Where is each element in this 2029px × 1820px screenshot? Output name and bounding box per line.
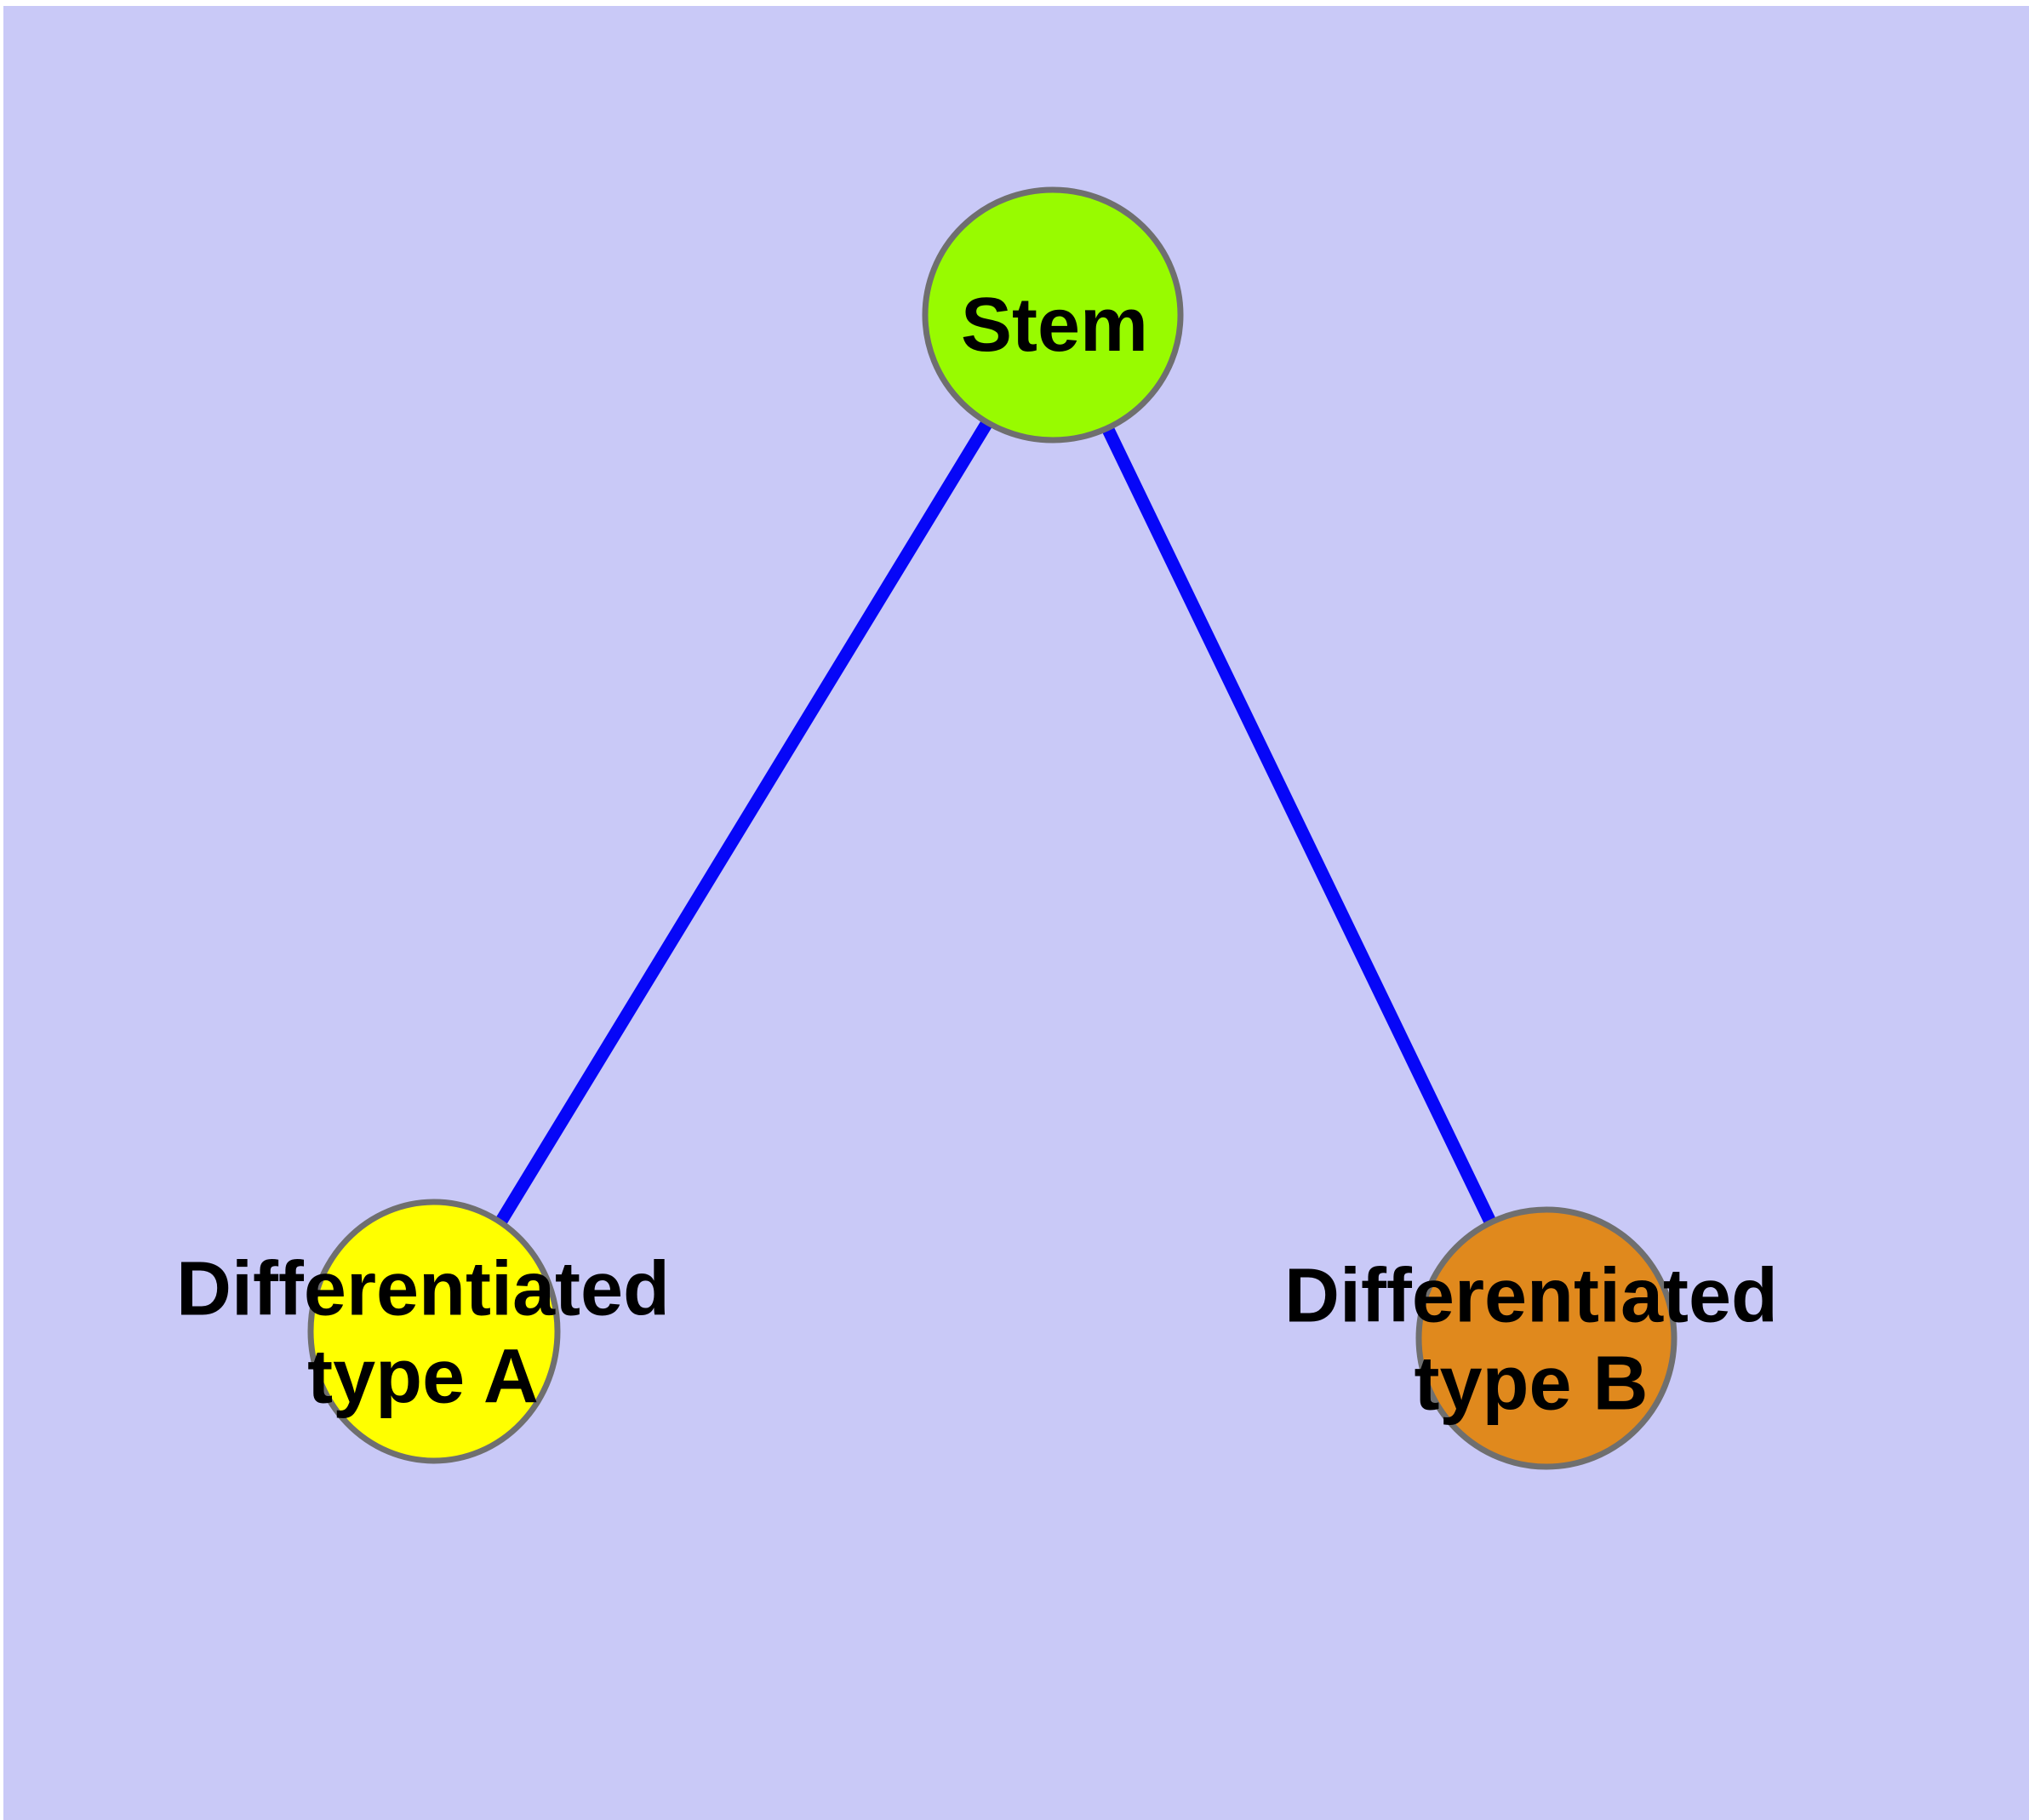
node-differentiated-type-b-label-line-1: Differentiated: [1284, 1253, 1778, 1338]
node-differentiated-type-b-shape: [1415, 1206, 1677, 1470]
node-differentiated-type-a: [307, 1199, 561, 1464]
node-stem-shape: [922, 186, 1184, 444]
node-differentiated-type-b-label-line-2: type B: [1414, 1341, 1648, 1426]
node-differentiated-type-a-label-line-1: Differentiated: [176, 1246, 670, 1331]
node-differentiated-type-a-shape: [307, 1199, 561, 1464]
edge-stem-to-differentiated-type-a: [428, 312, 1059, 1335]
node-stem: [922, 186, 1184, 444]
node-differentiated-type-a-label-line-2: type A: [307, 1334, 539, 1419]
edge-stem-to-differentiated-type-b: [1047, 312, 1552, 1342]
node-differentiated-type-b: [1415, 1206, 1677, 1470]
node-stem-label-line-1: Stem: [961, 283, 1148, 368]
